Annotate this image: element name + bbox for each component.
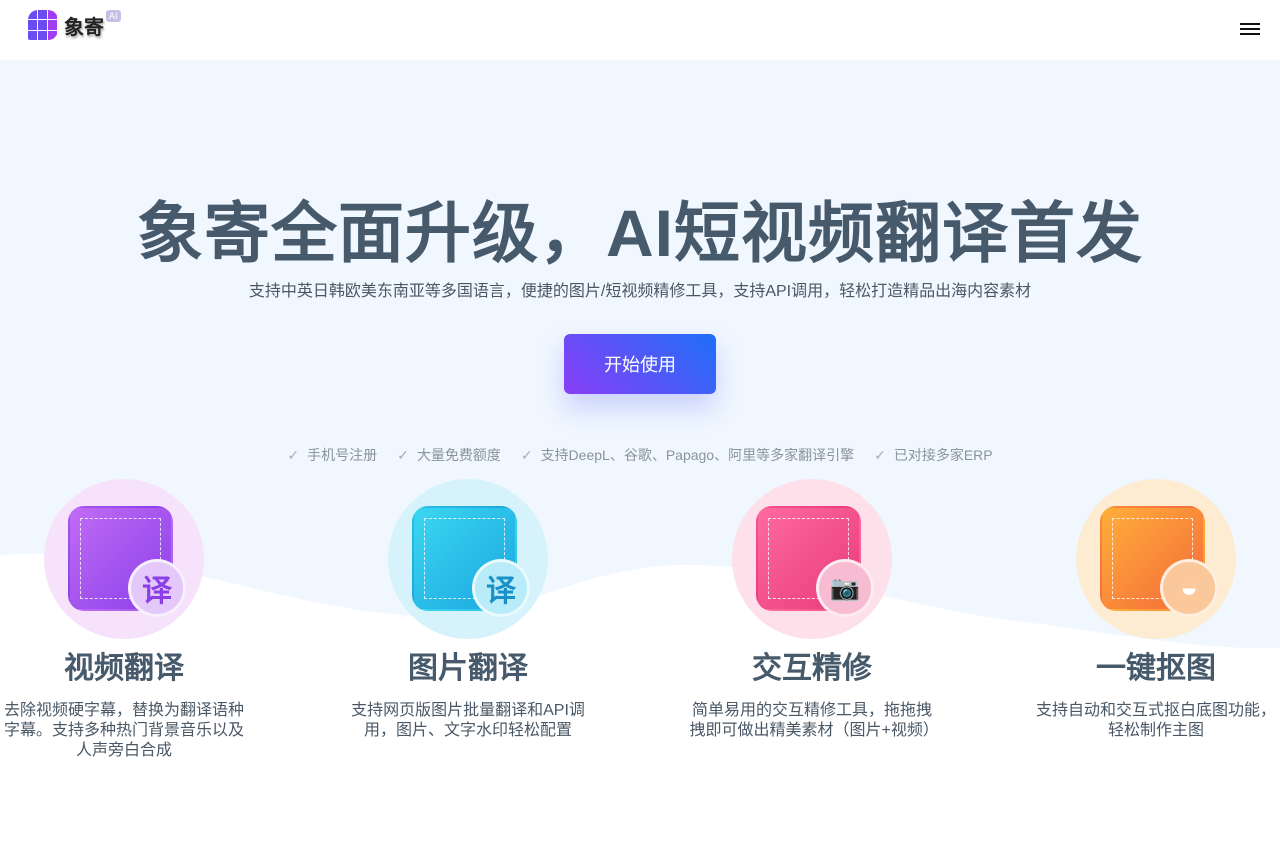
feature-title: 视频翻译 <box>64 652 184 685</box>
feature-interactive-retouch[interactable]: 📷 交互精修 简单易用的交互精修工具，拖拖拽拽即可做出精美素材（图片+视频） <box>687 479 939 741</box>
image-translate-icon: 译 <box>388 479 548 639</box>
feature-title: 一键抠图 <box>1096 652 1216 685</box>
feature-checklist: ✓手机号注册 ✓大量免费额度 ✓支持DeepL、谷歌、Papago、阿里等多家翻… <box>0 445 1280 465</box>
check-item: ✓已对接多家ERP <box>874 447 993 463</box>
hamburger-icon[interactable] <box>1240 20 1260 38</box>
wrench-camera-icon: 📷 <box>732 479 892 639</box>
feature-desc: 去除视频硬字幕，替换为翻译语种字幕。支持多种热门背景音乐以及人声旁白合成 <box>3 702 244 759</box>
logo-ai-badge: AI <box>106 10 121 22</box>
feature-title: 交互精修 <box>752 652 872 685</box>
feature-desc: 简单易用的交互精修工具，拖拖拽拽即可做出精美素材（图片+视频） <box>689 702 939 739</box>
hero-subtitle: 支持中英日韩欧美东南亚等多国语言，便捷的图片/短视频精修工具，支持API调用，轻… <box>248 283 1032 300</box>
feature-video-translate[interactable]: 译 视频翻译 去除视频硬字幕，替换为翻译语种字幕。支持多种热门背景音乐以及人声旁… <box>0 479 249 761</box>
start-button[interactable]: 开始使用 <box>564 334 716 394</box>
feature-image-translate[interactable]: 译 图片翻译 支持网页版图片批量翻译和API调用，图片、文字水印轻松配置 <box>343 479 593 741</box>
check-icon: ✓ <box>287 447 300 463</box>
hero-title: 象寄全面升级，AI短视频翻译首发 <box>137 196 1143 270</box>
feature-title: 图片翻译 <box>408 652 528 685</box>
check-item: ✓支持DeepL、谷歌、Papago、阿里等多家翻译引擎 <box>520 447 855 463</box>
check-item: ✓手机号注册 <box>287 447 378 463</box>
feature-cutout[interactable]: ◒ 一键抠图 支持自动和交互式抠白底图功能，轻松制作主图 <box>1031 479 1280 741</box>
check-icon: ✓ <box>520 447 533 463</box>
logo[interactable]: 象寄 AI <box>28 10 121 40</box>
feature-desc: 支持自动和交互式抠白底图功能，轻松制作主图 <box>1035 702 1276 739</box>
logo-mark-icon <box>28 10 58 40</box>
pen-tool-icon: ◒ <box>1076 479 1236 639</box>
video-translate-icon: 译 <box>44 479 204 639</box>
check-icon: ✓ <box>397 447 409 463</box>
header: 象寄 AI <box>0 0 1280 60</box>
check-icon: ✓ <box>874 447 886 463</box>
feature-desc: 支持网页版图片批量翻译和API调用，图片、文字水印轻松配置 <box>351 702 585 739</box>
check-item: ✓大量免费额度 <box>397 447 501 463</box>
logo-text: 象寄 <box>64 14 104 39</box>
